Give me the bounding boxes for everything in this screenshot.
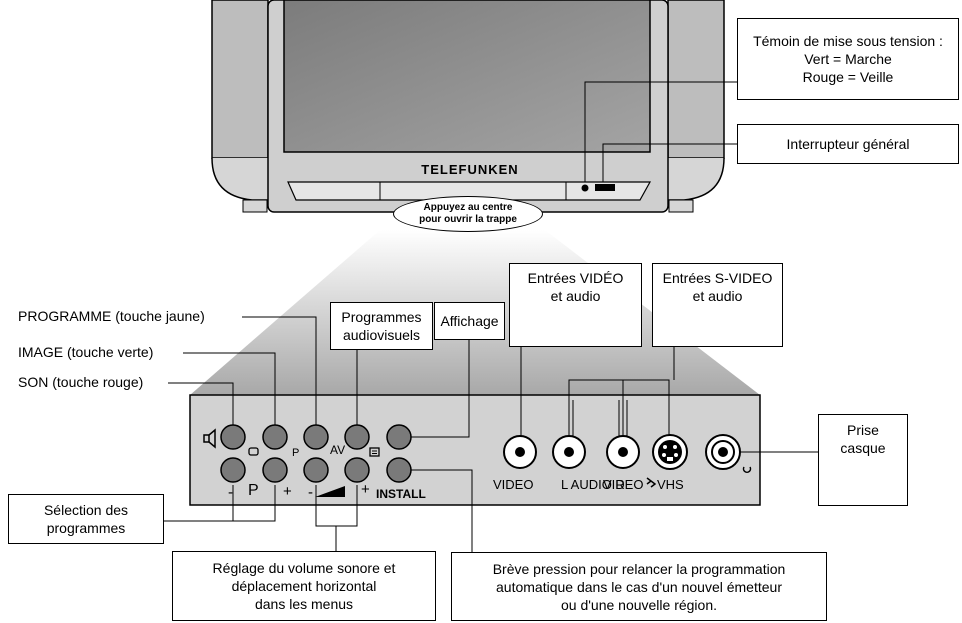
video-jack bbox=[503, 435, 537, 469]
svideo-inputs-line1: Entrées S-VIDEO bbox=[662, 270, 773, 286]
headphone-jack bbox=[705, 434, 741, 470]
panel-plus-2: + bbox=[361, 481, 370, 498]
power-led-icon bbox=[581, 184, 589, 192]
svideo-jack bbox=[652, 434, 688, 470]
panel-minus-2: - bbox=[308, 484, 313, 501]
volume-line3: dans les menus bbox=[254, 596, 354, 612]
volume-minus-button bbox=[303, 457, 329, 483]
panel-install: INSTALL bbox=[376, 487, 426, 501]
panel-vhs: VHS bbox=[657, 477, 684, 492]
display-label: Affichage bbox=[440, 313, 499, 329]
program-select-callout: Sélection des programmes bbox=[8, 494, 164, 544]
video-inputs-line1: Entrées VIDÉO bbox=[527, 270, 624, 286]
volume-line2: déplacement horizontal bbox=[231, 578, 377, 594]
trap-hint-line1: Appuyez au centre bbox=[423, 202, 513, 213]
install-info-line2: automatique dans le cas d'un nouvel émet… bbox=[496, 578, 782, 595]
panel-video: VIDEO bbox=[493, 477, 534, 492]
volume-plus-button bbox=[344, 457, 370, 483]
install-info-line1: Brève pression pour relancer la programm… bbox=[492, 560, 786, 577]
audio-right-jack bbox=[606, 435, 640, 469]
video-inputs-callout: Entrées VIDÉO et audio bbox=[509, 263, 642, 347]
panel-p-bottom: P bbox=[248, 482, 259, 499]
power-led-line1: Témoin de mise sous tension : bbox=[753, 33, 943, 49]
trap-hint-line2: pour ouvrir la trappe bbox=[419, 214, 517, 225]
svideo-symbol-icon bbox=[646, 477, 657, 488]
image-key-label: IMAGE (touche verte) bbox=[18, 344, 154, 360]
trap-hint-bubble[interactable]: Appuyez au centre pour ouvrir la trappe bbox=[393, 196, 543, 232]
power-switch-icon bbox=[595, 184, 615, 191]
svideo-inputs-line2: et audio bbox=[692, 288, 743, 304]
video-inputs-line2: et audio bbox=[550, 288, 601, 304]
power-led-callout: Témoin de mise sous tension : Vert = Mar… bbox=[737, 18, 959, 100]
power-led-line2: Vert = Marche bbox=[804, 51, 892, 67]
panel-minus-1: - bbox=[228, 484, 233, 501]
av-programs-line1: Programmes bbox=[341, 309, 422, 325]
image-icon bbox=[248, 447, 259, 456]
program-minus-button bbox=[220, 457, 246, 483]
tv-brand: TELEFUNKEN bbox=[421, 162, 519, 177]
install-info-line3: ou d'une nouvelle région. bbox=[560, 596, 718, 613]
program-select-line2: programmes bbox=[46, 520, 126, 536]
volume-line1: Réglage du volume sonore et bbox=[212, 560, 396, 576]
sound-button bbox=[220, 424, 246, 450]
tv-screen bbox=[283, 0, 651, 153]
volume-callout: Réglage du volume sonore et déplacement … bbox=[172, 551, 436, 621]
install-button bbox=[386, 457, 412, 483]
image-button bbox=[262, 424, 288, 450]
audio-left-jack bbox=[552, 435, 586, 469]
program-select-line1: Sélection des bbox=[43, 502, 129, 518]
programme-button bbox=[303, 424, 329, 450]
speaker-icon bbox=[203, 428, 216, 449]
programme-key-label: PROGRAMME (touche jaune) bbox=[18, 308, 205, 324]
install-info-callout: Brève pression pour relancer la programm… bbox=[451, 552, 827, 621]
power-led-line3: Rouge = Veille bbox=[802, 69, 894, 85]
headphone-callout: Prise casque bbox=[818, 414, 908, 506]
display-button bbox=[386, 424, 412, 450]
av-button bbox=[344, 424, 370, 450]
svideo-inputs-callout: Entrées S-VIDEO et audio bbox=[652, 263, 783, 347]
display-callout: Affichage bbox=[434, 302, 505, 340]
main-switch-callout: Interrupteur général bbox=[737, 124, 959, 164]
headphone-small-icon bbox=[742, 466, 752, 474]
headphone-line2: casque bbox=[840, 440, 886, 456]
panel-video-s: VIDEO bbox=[603, 477, 644, 492]
headphone-line1: Prise bbox=[847, 422, 879, 438]
program-plus-button bbox=[262, 457, 288, 483]
panel-audio: L AUDIO R bbox=[561, 477, 625, 492]
panel-av: AV bbox=[330, 443, 346, 457]
main-switch-label: Interrupteur général bbox=[786, 136, 910, 152]
av-programs-callout: Programmes audiovisuels bbox=[330, 302, 433, 350]
av-programs-line2: audiovisuels bbox=[342, 327, 421, 343]
display-icon bbox=[369, 447, 380, 457]
panel-p-top: P bbox=[292, 447, 300, 459]
sound-key-label: SON (touche rouge) bbox=[18, 374, 144, 390]
panel-plus-1: + bbox=[283, 483, 292, 500]
volume-ramp-icon bbox=[315, 486, 345, 497]
tv-set bbox=[211, 0, 725, 213]
